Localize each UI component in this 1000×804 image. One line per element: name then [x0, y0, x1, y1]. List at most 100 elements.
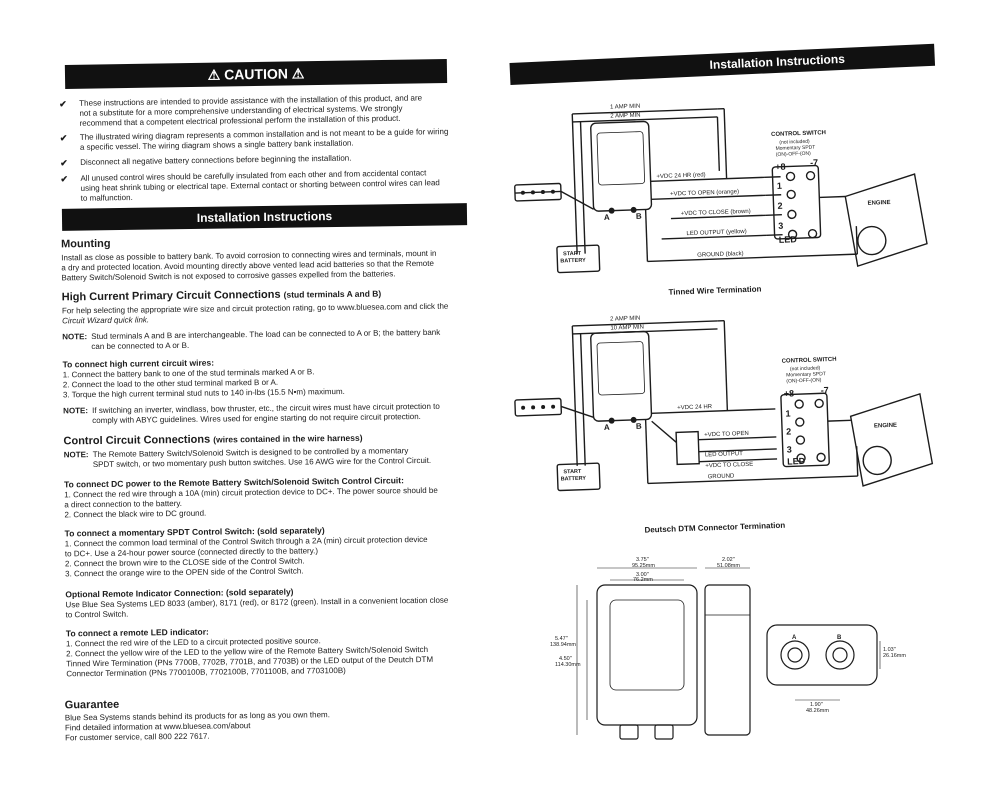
note-line: can be connected to A or B.: [91, 340, 190, 352]
terminal-a: A: [792, 635, 797, 641]
dim-label: 76.2mm: [633, 577, 653, 583]
wire-label: +VDC 24 HR (red): [656, 172, 706, 181]
guarantee-title: Guarantee: [64, 698, 120, 712]
note-label: NOTE:: [63, 406, 89, 416]
control-title: Control Circuit Connections (wires conta…: [63, 432, 362, 448]
control-switch-body: [771, 164, 822, 240]
left-body: Mounting Install as close as possible to…: [0, 0, 490, 804]
wire-label: +VDC TO CLOSE (brown): [680, 208, 751, 218]
control-title-text: Control Circuit Connections: [63, 433, 211, 448]
solenoid-switch-body: [590, 120, 653, 212]
high-current-subtitle: To connect high current circuit wires:: [62, 357, 215, 370]
amp-label: 10 AMP MIN: [610, 324, 645, 332]
terminal-label: 3: [778, 220, 784, 231]
terminal-label: 3: [786, 444, 792, 455]
high-current-title-text: High Current Primary Circuit Connections: [61, 288, 281, 304]
control-switch-body: [780, 392, 830, 468]
battery-label: START: [563, 250, 582, 258]
note-line: Stud terminals A and B are interchangeab…: [91, 327, 441, 342]
terminal-label: 1: [776, 180, 783, 191]
dim-label: 2.02": [722, 557, 735, 563]
amp-label: 2 AMP MIN: [610, 315, 641, 323]
diagram-1-labels: 1 AMP MIN 2 AMP MIN +VDC 24 HR (red) +VD…: [495, 0, 1000, 319]
terminal-label: -7: [809, 157, 819, 168]
wire-label: +VDC TO OPEN: [704, 430, 749, 439]
amp-label: 2 AMP MIN: [610, 112, 641, 120]
wire-label: LED OUTPUT: [704, 451, 744, 459]
led-label: LED: [786, 455, 806, 467]
wire-label: GROUND: [707, 473, 735, 481]
top-view-body: [766, 624, 878, 686]
switch-sub: (ON)-OFF-(ON): [786, 377, 822, 385]
dim-label: 114.30mm: [555, 662, 581, 668]
dim-label: 48.26mm: [806, 708, 829, 714]
battery-label: BATTERY: [560, 475, 587, 483]
led-title: To connect a remote LED indicator:: [65, 626, 209, 639]
left-page: ⚠ CAUTION ⚠ ✔ These instructions are int…: [0, 0, 490, 804]
guarantee-line: For customer service, call 800 222 7617.: [65, 731, 210, 743]
step-line: 3. Torque the high current terminal stud…: [62, 386, 345, 400]
dim-label: 3.75": [636, 557, 649, 563]
right-page: Installation Instructions: [495, 0, 1000, 804]
help-line: Circuit Wizard quick link.: [61, 315, 150, 326]
step-line: 3. Connect the orange wire to the OPEN s…: [65, 566, 304, 579]
bus-bar: [514, 182, 562, 202]
wire-label: +VDC TO CLOSE: [705, 461, 754, 470]
deutsch-connector: [675, 430, 700, 466]
engine-label: ENGINE: [867, 199, 891, 207]
optional-line: to Control Switch.: [65, 609, 129, 620]
dim-label: 138.94mm: [550, 642, 576, 648]
wire-label: GROUND (black): [697, 251, 744, 259]
dim-label: 51.08mm: [717, 563, 740, 569]
dimension-labels: 3.75" 95.25mm 3.00" 76.2mm 5.47" 138.94m…: [495, 540, 1000, 800]
start-battery: [556, 462, 601, 492]
start-battery: [556, 244, 601, 274]
led-label: LED: [778, 234, 797, 245]
terminal-a: A: [603, 422, 610, 432]
diagram-1-caption: Tinned Wire Termination: [668, 284, 762, 297]
battery-label: START: [563, 468, 582, 476]
terminal-label: 2: [777, 200, 783, 211]
dim-label: 1.90": [810, 702, 823, 708]
terminal-label: +8: [783, 388, 795, 399]
step-line: 2. Connect the black wire to DC ground.: [64, 508, 207, 520]
dim-label: 95.25mm: [632, 563, 655, 569]
wire-label: LED OUTPUT (yellow): [686, 228, 747, 238]
wire-label: +VDC 24 HR: [677, 404, 713, 412]
terminal-label: 2: [785, 426, 792, 437]
dim-label: 4.50": [559, 656, 572, 662]
bus-bar: [514, 397, 563, 417]
dim-label: 26.16mm: [883, 653, 906, 659]
terminal-b: B: [635, 211, 642, 221]
wiring-diagram-2: [514, 319, 934, 492]
high-current-title-note: (stud terminals A and B): [283, 288, 382, 300]
mounting-title: Mounting: [61, 237, 111, 251]
wiring-diagram-1: [514, 107, 928, 274]
front-view-body: [596, 584, 698, 726]
high-current-title: High Current Primary Circuit Connections…: [62, 288, 382, 304]
switch-title: CONTROL SWITCH: [781, 356, 837, 365]
terminal-label: 1: [785, 408, 791, 419]
help-line: For help selecting the appropriate wire …: [61, 301, 449, 316]
engine-label: ENGINE: [873, 422, 898, 430]
dim-label: 1.03": [883, 647, 896, 653]
battery-label: BATTERY: [560, 257, 586, 265]
side-view-body: [704, 584, 751, 736]
engine-body: [849, 392, 934, 487]
terminal-b: B: [837, 635, 842, 641]
dim-label: 5.47": [555, 636, 568, 642]
terminal-label: +8: [775, 161, 786, 172]
dim-label: 3.00": [636, 572, 649, 578]
wire-label: +VDC TO OPEN (orange): [670, 189, 740, 198]
switch-sub: (ON)-OFF-(ON): [775, 150, 811, 158]
terminal-a: A: [603, 212, 610, 222]
switch-title: CONTROL SWITCH: [770, 130, 827, 139]
amp-label: 1 AMP MIN: [609, 103, 641, 111]
diagram-2-caption: Deutsch DTM Connector Termination: [644, 520, 786, 535]
engine-body: [844, 173, 928, 268]
terminal-b: B: [635, 421, 642, 431]
terminal-label: -7: [820, 385, 829, 396]
note-label: NOTE:: [62, 332, 88, 342]
note-label: NOTE:: [63, 450, 89, 460]
dimension-drawings: [576, 567, 881, 740]
